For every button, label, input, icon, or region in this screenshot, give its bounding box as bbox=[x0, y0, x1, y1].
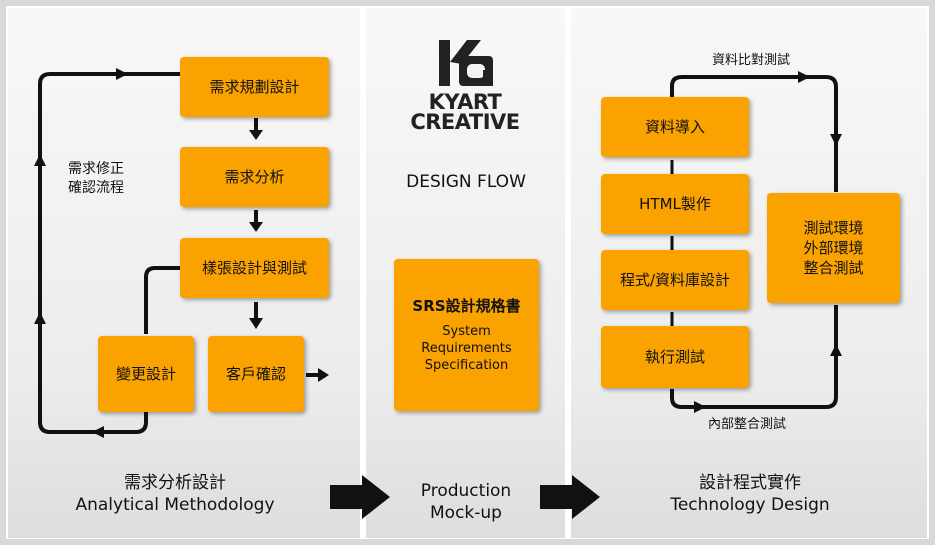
env-line1: 測試環境 bbox=[803, 218, 864, 237]
loop-arrow-top bbox=[116, 68, 128, 80]
srs-line2: Requirements bbox=[421, 340, 512, 356]
footer-technology-en: Technology Design bbox=[670, 495, 830, 516]
arrowhead-3 bbox=[249, 318, 263, 329]
box-client-confirm: 客戶確認 bbox=[208, 336, 304, 412]
top-compare-loop-line bbox=[670, 75, 838, 192]
footer-technology-zh: 設計程式實作 bbox=[699, 473, 801, 493]
right-arrow-down bbox=[830, 134, 842, 146]
loop-arrow-left-up2 bbox=[34, 312, 46, 324]
bottom-integration-label: 內部整合測試 bbox=[708, 417, 787, 432]
footer-production-line1: Production bbox=[420, 481, 512, 501]
box-requirement-analysis: 需求分析 bbox=[180, 147, 329, 207]
bottom-arrow-right bbox=[694, 401, 706, 413]
footer-technology: 設計程式實作 Technology Design bbox=[600, 472, 900, 516]
box-env-integration: 測試環境 外部環境 整合測試 bbox=[767, 193, 900, 303]
loop-arrow-left-up1 bbox=[34, 154, 46, 166]
revision-loop-label: 需求修正 確認流程 bbox=[68, 160, 124, 198]
revision-loop-line bbox=[38, 72, 180, 434]
right-arrow-up bbox=[830, 344, 842, 356]
env-line2: 外部環境 bbox=[803, 238, 864, 257]
box-change-design: 變更設計 bbox=[98, 336, 194, 412]
top-arrow-right bbox=[798, 71, 810, 83]
revision-loop-label-line2: 確認流程 bbox=[68, 179, 124, 196]
logo-creative: CREATIVE bbox=[410, 110, 520, 134]
big-arrow-2 bbox=[540, 475, 600, 519]
arrowhead-1 bbox=[249, 130, 263, 140]
footer-analytical-zh: 需求分析設計 bbox=[124, 473, 226, 493]
box-exec-test: 執行測試 bbox=[601, 326, 749, 388]
logo-kyart: KYART bbox=[428, 90, 502, 114]
box-requirement-planning: 需求規劃設計 bbox=[180, 57, 329, 117]
box-html-build: HTML製作 bbox=[601, 174, 749, 234]
top-compare-label: 資料比對測試 bbox=[712, 53, 791, 68]
arrowhead-out bbox=[318, 368, 329, 382]
revision-loop-label-line1: 需求修正 bbox=[68, 161, 124, 177]
prototype-to-change-line bbox=[144, 266, 180, 334]
srs-title: SRS設計規格書 bbox=[412, 296, 521, 315]
footer-analytical-en: Analytical Methodology bbox=[75, 495, 275, 516]
box-data-import: 資料導入 bbox=[601, 97, 749, 157]
bottom-integration-loop-line bbox=[670, 305, 838, 409]
arrowhead-2 bbox=[249, 222, 263, 232]
big-arrow-1 bbox=[330, 475, 390, 519]
footer-production: Production Mock-up bbox=[380, 480, 552, 524]
srs-line3: Specification bbox=[424, 357, 509, 373]
srs-line1: System bbox=[442, 323, 491, 339]
box-program-db: 程式/資料庫設計 bbox=[601, 250, 749, 310]
loop-arrow-bottom bbox=[92, 426, 104, 438]
design-flow-title: DESIGN FLOW bbox=[406, 172, 526, 192]
kyart-logo-icon bbox=[439, 40, 493, 86]
box-srs-spec: SRS設計規格書 System Requirements Specificati… bbox=[394, 259, 539, 411]
box-prototype-test: 樣張設計與測試 bbox=[180, 238, 329, 298]
env-line3: 整合測試 bbox=[803, 259, 864, 278]
footer-production-line2: Mock-up bbox=[430, 503, 502, 524]
footer-analytical: 需求分析設計 Analytical Methodology bbox=[30, 472, 320, 516]
